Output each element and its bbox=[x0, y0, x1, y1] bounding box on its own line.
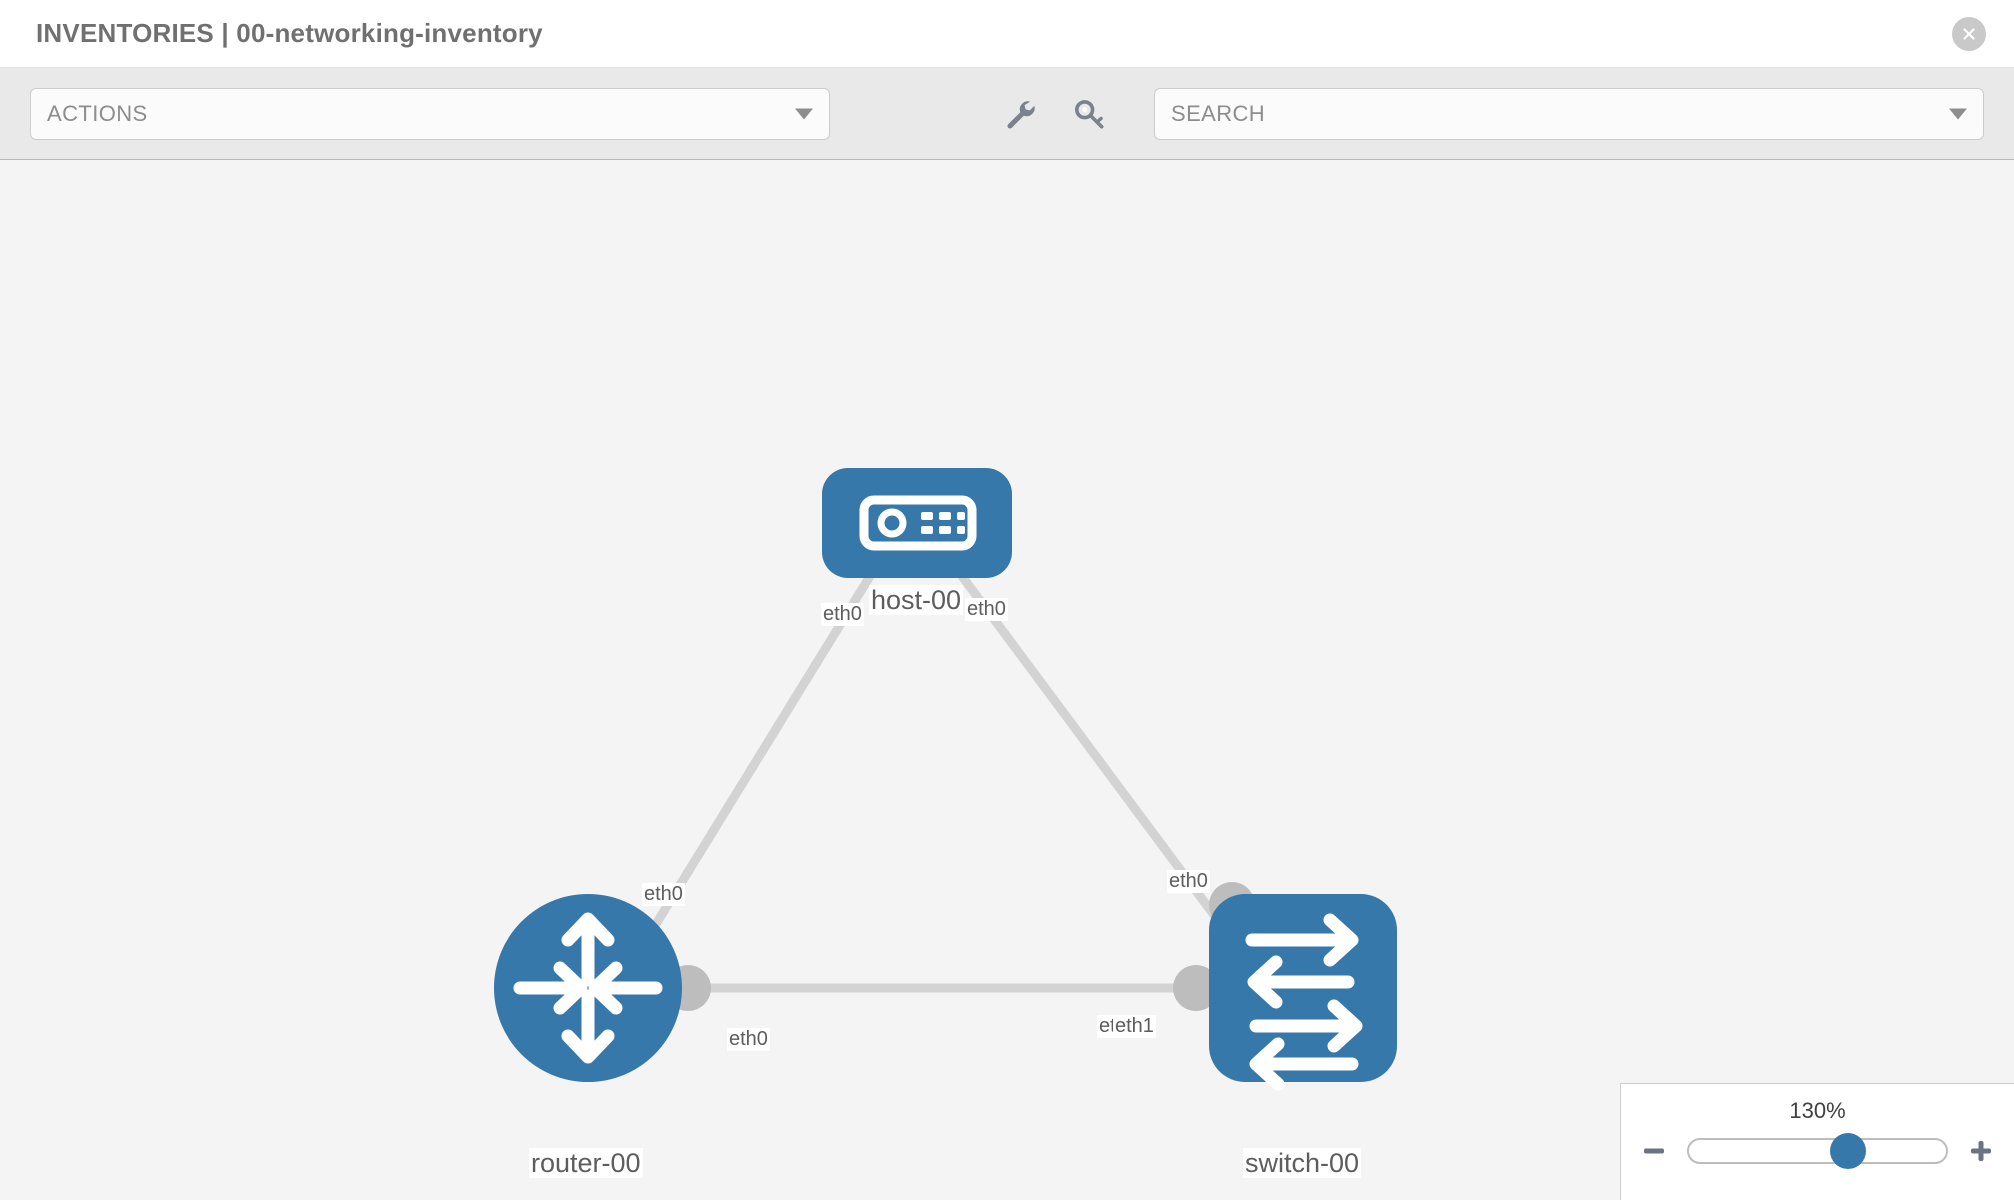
zoom-slider[interactable] bbox=[1687, 1133, 1948, 1169]
toolbar: ACTIONS SEARCH bbox=[0, 68, 2014, 160]
topology-edges bbox=[636, 557, 1244, 993]
node-label: switch-00 bbox=[1243, 1148, 1362, 1179]
page-title: INVENTORIES | 00-networking-inventory bbox=[36, 18, 543, 48]
search-input[interactable]: SEARCH bbox=[1154, 87, 1984, 140]
topology-graph bbox=[494, 468, 1397, 1091]
key-icon[interactable] bbox=[1070, 94, 1110, 134]
actions-dropdown[interactable]: ACTIONS bbox=[30, 87, 830, 140]
page-header: INVENTORIES | 00-networking-inventory bbox=[0, 0, 2014, 68]
zoom-slider-thumb[interactable] bbox=[1830, 1133, 1867, 1169]
close-icon[interactable] bbox=[1952, 16, 1986, 51]
node-label: host-00 bbox=[869, 585, 964, 616]
node-label: router-00 bbox=[529, 1148, 643, 1179]
zoom-control-panel: 130% bbox=[1620, 1083, 2014, 1200]
chevron-down-icon bbox=[795, 108, 813, 119]
node-router-00 bbox=[494, 894, 682, 1082]
iface-label: eth1 bbox=[1113, 1015, 1156, 1038]
node-switch-00 bbox=[1209, 894, 1397, 1091]
zoom-level-value: 130% bbox=[1789, 1098, 1846, 1123]
iface-label: eth0 bbox=[1167, 870, 1210, 893]
chevron-down-icon bbox=[1949, 108, 1967, 119]
iface-label: eth0 bbox=[821, 603, 864, 626]
toolbar-icon-group bbox=[1000, 94, 1110, 134]
actions-dropdown-label: ACTIONS bbox=[47, 100, 148, 126]
router-arrows-icon bbox=[513, 912, 663, 1064]
topology-canvas[interactable]: eth0 eth0 host-00 eth0 eth0 eth0 eth1 et… bbox=[0, 160, 2014, 1200]
iface-label: eth0 bbox=[965, 598, 1008, 621]
zoom-slider-row bbox=[1621, 1133, 2014, 1169]
plus-icon[interactable] bbox=[1964, 1134, 1998, 1168]
server-rack-icon bbox=[859, 495, 977, 551]
iface-label: eth0 bbox=[642, 883, 685, 906]
connector-switch-left bbox=[1173, 965, 1219, 1011]
iface-label: eth0 bbox=[727, 1028, 770, 1051]
switch-arrows-icon bbox=[1245, 913, 1363, 1091]
minus-icon[interactable] bbox=[1637, 1134, 1671, 1168]
search-input-placeholder: SEARCH bbox=[1171, 100, 1266, 126]
node-host-00 bbox=[822, 468, 1012, 578]
wrench-icon[interactable] bbox=[1000, 94, 1040, 134]
